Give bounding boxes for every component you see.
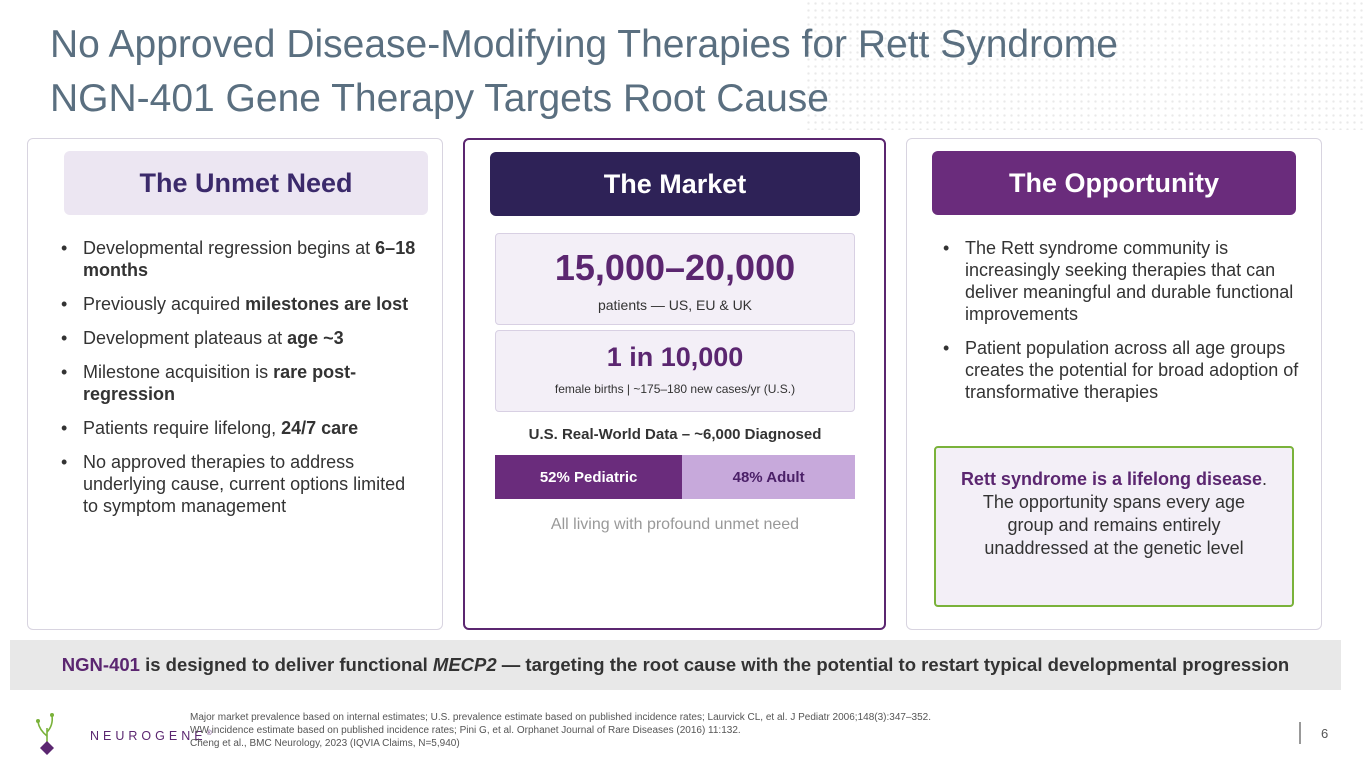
product-name: NGN-401 — [61, 654, 140, 675]
logo-wordmark: NEUROGENE® — [90, 729, 212, 743]
list-item: Developmental regression begins at 6–18 … — [61, 237, 421, 281]
opportunity-header: The Opportunity — [932, 151, 1296, 215]
opportunity-panel: The Opportunity The Rett syndrome commun… — [906, 138, 1322, 630]
footnote: Major market prevalence based on interna… — [190, 712, 931, 723]
list-item: Milestone acquisition is rare post-regre… — [61, 361, 421, 405]
page-number-divider — [1299, 722, 1301, 744]
gene-name: MECP2 — [432, 654, 497, 675]
page-number: 6 — [1321, 726, 1329, 741]
incidence-stat-box: 1 in 10,000 female births | ~175–180 new… — [495, 330, 855, 412]
footnotes: Major market prevalence based on interna… — [190, 711, 931, 750]
list-item: Development plateaus at age ~3 — [61, 327, 421, 349]
list-item: The Rett syndrome community is increasin… — [943, 237, 1303, 325]
title-line-2: NGN-401 Gene Therapy Targets Root Cause — [50, 77, 829, 120]
real-world-data-title: U.S. Real-World Data – ~6,000 Diagnosed — [528, 426, 822, 443]
slide-title: No Approved Disease-Modifying Therapies … — [50, 18, 1118, 126]
list-item: No approved therapies to address underly… — [61, 451, 421, 517]
list-item: Patient population across all age groups… — [943, 337, 1303, 403]
title-line-1: No Approved Disease-Modifying Therapies … — [50, 23, 1118, 66]
unmet-need-list: Developmental regression begins at 6–18 … — [61, 237, 421, 529]
prevalence-value: 15,000–20,000 — [554, 247, 796, 288]
dot-pattern-decoration — [805, 0, 1365, 130]
footnote: WW incidence estimate based on published… — [190, 725, 741, 736]
incidence-caption: female births | ~175–180 new cases/yr (U… — [554, 382, 796, 396]
prevalence-caption: patients — US, EU & UK — [597, 297, 753, 313]
age-split-bar: 52% Pediatric 48% Adult — [495, 455, 855, 499]
opportunity-list: The Rett syndrome community is increasin… — [943, 237, 1303, 415]
prevalence-stat-box: 15,000–20,000 patients — US, EU & UK — [495, 233, 855, 325]
unmet-need-note: All living with profound unmet need — [550, 516, 800, 533]
callout-text: . The opportunity spans every age group … — [982, 469, 1268, 558]
market-header: The Market — [490, 152, 860, 216]
pediatric-segment: 52% Pediatric — [495, 455, 683, 499]
lifelong-disease-callout: Rett syndrome is a lifelong disease. The… — [934, 446, 1294, 607]
list-item: Patients require lifelong, 24/7 care — [61, 417, 421, 439]
incidence-value: 1 in 10,000 — [606, 342, 744, 372]
neurogene-logo: NEUROGENE® — [33, 710, 212, 758]
unmet-need-panel: The Unmet Need Developmental regression … — [27, 138, 443, 630]
footnote: Cheng et al., BMC Neurology, 2023 (IQVIA… — [190, 738, 460, 749]
list-item: Previously acquired milestones are lost — [61, 293, 421, 315]
key-message-banner: NGN-401 is designed to deliver functiona… — [10, 640, 1341, 690]
market-panel: The Market 15,000–20,000 patients — US, … — [463, 138, 886, 630]
callout-emphasis: Rett syndrome is a lifelong disease — [960, 469, 1263, 489]
adult-segment: 48% Adult — [682, 455, 855, 499]
neurogene-sprout-icon — [36, 713, 54, 755]
unmet-need-header: The Unmet Need — [64, 151, 428, 215]
